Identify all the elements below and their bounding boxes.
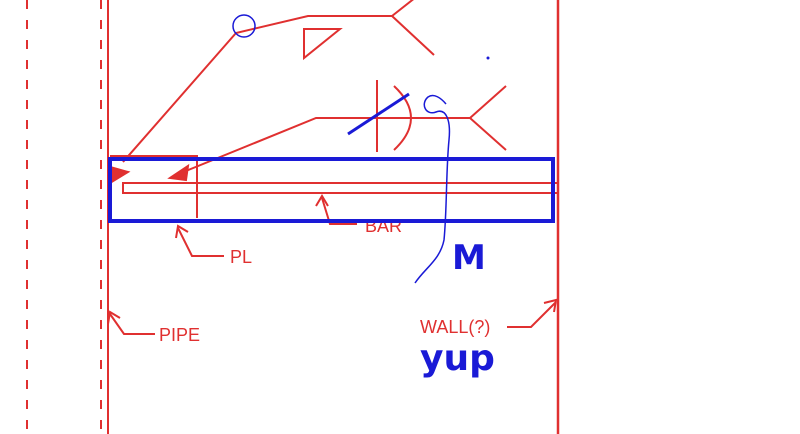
pipe-callout-arrowhead-icon bbox=[107, 310, 121, 325]
pl-label: PL bbox=[230, 247, 252, 267]
bar-callout-arrowhead-icon bbox=[315, 194, 329, 207]
bevel-weld-arc-icon bbox=[393, 85, 412, 151]
wall-callout-leader bbox=[507, 301, 557, 328]
wall-callout-arrowhead-icon bbox=[543, 298, 558, 313]
wall-label: WALL(?) bbox=[420, 317, 490, 337]
annotation-circle bbox=[232, 14, 256, 38]
annotation-dot bbox=[486, 56, 490, 60]
lower-tail-line-a bbox=[469, 85, 507, 119]
annotation-m-label: M bbox=[452, 238, 486, 278]
pl-callout-arrowhead-icon bbox=[175, 224, 189, 239]
red-drawing-layer bbox=[26, 0, 560, 434]
lower-leader-arrowhead-icon bbox=[167, 163, 190, 182]
bar-callout-leader bbox=[321, 197, 357, 225]
annotation-yup-label: yup bbox=[420, 338, 495, 379]
lower-tail-line-b bbox=[469, 117, 507, 151]
pl-callout-leader bbox=[177, 227, 224, 257]
annotation-freehand-curve bbox=[414, 94, 451, 284]
fillet-weld-triangle-icon bbox=[303, 28, 343, 61]
annotation-highlight-box bbox=[108, 157, 555, 223]
annotation-slash-line bbox=[347, 92, 410, 136]
plate-outline bbox=[110, 155, 198, 218]
pipe-callout-leader bbox=[109, 313, 155, 335]
pipe-label: PIPE bbox=[159, 325, 200, 345]
lower-leader-line bbox=[175, 117, 470, 176]
upper-tail-line-b bbox=[391, 15, 435, 56]
upper-leader-line bbox=[122, 15, 392, 163]
plate-weld-arrowhead-icon bbox=[109, 165, 131, 185]
blue-annotation-layer bbox=[108, 14, 555, 284]
upper-tail-line-a bbox=[391, 0, 414, 17]
bar-outline bbox=[122, 182, 559, 194]
